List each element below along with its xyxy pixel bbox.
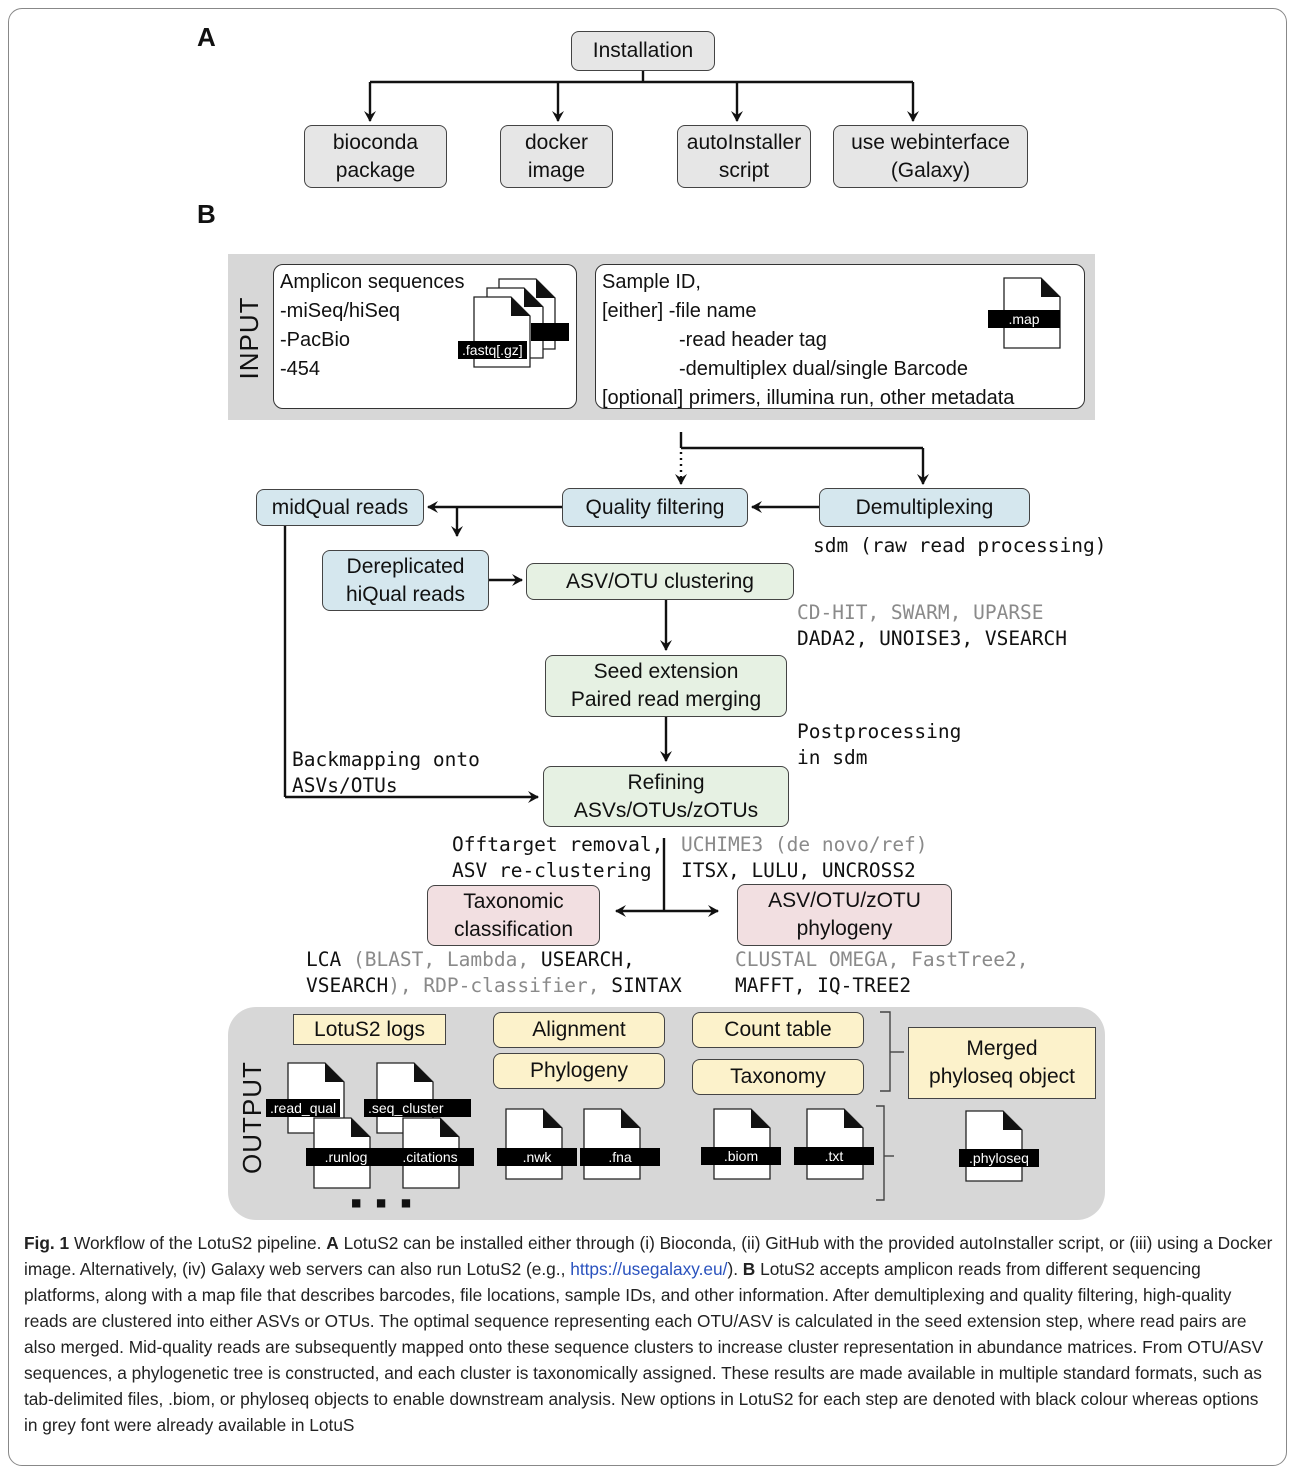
taxonomy-label: Taxonomy xyxy=(730,1065,826,1088)
galaxy-box: use webinterface (Galaxy) xyxy=(833,125,1028,188)
file-tag-map: .map xyxy=(988,310,1060,328)
count-table-box: Count table xyxy=(692,1012,864,1048)
file-tag-seq-cluster: .seq_cluster xyxy=(364,1099,471,1117)
map-file-box: Sample ID, [either] -file name -read hea… xyxy=(595,264,1085,409)
docker-box: docker image xyxy=(500,125,613,188)
quality-filtering-box: Quality filtering xyxy=(562,488,748,527)
amplicon-line-4: -454 xyxy=(280,358,321,380)
sdm-note: sdm (raw read processing) xyxy=(813,534,1107,557)
phylogeny-line-1: ASV/OTU/zOTU xyxy=(768,889,921,912)
more-files-ellipsis: ■ ■ ■ xyxy=(352,1195,415,1211)
file-tag-biom: .biom xyxy=(701,1147,781,1165)
merged-line-2: phyloseq object xyxy=(929,1065,1075,1088)
phylogeny-output-box: Phylogeny xyxy=(493,1053,665,1089)
bioconda-box: bioconda package xyxy=(304,125,447,188)
figure-frame xyxy=(8,8,1287,1466)
autoinstaller-line-2: script xyxy=(718,158,770,182)
clustering-tools-new: DADA2, UNOISE3, VSEARCH xyxy=(797,627,1068,650)
file-tag-fna: .fna xyxy=(580,1148,660,1166)
phylogeny-box: ASV/OTU/zOTU phylogeny xyxy=(737,884,952,946)
offtarget-line-1: Offtarget removal, xyxy=(452,833,664,856)
figure-caption: Fig. 1 Workflow of the LotuS2 pipeline. … xyxy=(24,1233,1273,1435)
refining-line-2: ASVs/OTUs/zOTUs xyxy=(573,798,759,822)
lotus-logs-box: LotuS2 logs xyxy=(293,1014,446,1045)
map-line-5: [optional] primers, illumina run, other … xyxy=(602,387,1015,409)
merged-phyloseq-box: Merged phyloseq object xyxy=(908,1027,1096,1099)
amplicon-line-3: -PacBio xyxy=(280,329,351,351)
postprocessing-line-2: in sdm xyxy=(797,746,868,769)
amplicon-line-1: Amplicon sequences xyxy=(280,271,465,293)
bioconda-line-1: bioconda xyxy=(332,130,419,154)
dereplicated-line-2: hiQual reads xyxy=(345,582,466,606)
midqual-box: midQual reads xyxy=(256,489,424,526)
dereplicated-box: Dereplicated hiQual reads xyxy=(322,550,489,611)
installation-box: Installation xyxy=(571,31,715,71)
galaxy-line-1: use webinterface xyxy=(851,130,1010,154)
file-tag-phyloseq: .phyloseq xyxy=(959,1149,1039,1167)
seed-extension-box: Seed extension Paired read merging xyxy=(545,655,787,717)
offtarget-line-2: ASV re-clustering xyxy=(452,859,652,882)
uchime-tools: UCHIME3 (de novo/ref) xyxy=(681,833,928,856)
seed-line-1: Seed extension xyxy=(593,660,739,683)
autoinstaller-box: autoInstaller script xyxy=(677,125,811,188)
map-line-4: -demultiplex dual/single Barcode xyxy=(679,358,969,380)
itsx-tools: ITSX, LULU, UNCROSS2 xyxy=(681,859,916,882)
demultiplexing-label: Demultiplexing xyxy=(855,495,994,519)
phylogeny-line-2: phylogeny xyxy=(796,917,893,940)
phylo-tools-new: MAFFT, IQ-TREE2 xyxy=(735,974,912,997)
clustering-box: ASV/OTU clustering xyxy=(526,563,794,600)
file-tag-citations: .citations xyxy=(386,1148,474,1166)
amplicon-line-2: -miSeq/hiSeq xyxy=(280,300,401,322)
clustering-tools-old: CD-HIT, SWARM, UPARSE xyxy=(797,601,1044,624)
dereplicated-line-1: Dereplicated xyxy=(346,554,465,578)
installation-label: Installation xyxy=(592,39,694,62)
backmapping-line-1: Backmapping onto xyxy=(292,748,480,771)
caption-label: Fig. 1 xyxy=(24,1233,70,1253)
midqual-label: midQual reads xyxy=(271,495,409,519)
panel-a-letter: A xyxy=(197,22,216,52)
file-tag-runlog: .runlog xyxy=(306,1148,386,1166)
taxonomy-box: Taxonomy xyxy=(692,1059,864,1095)
galaxy-line-2: (Galaxy) xyxy=(890,158,971,182)
map-line-2: [either] -file name xyxy=(602,300,757,322)
taxonomic-box: Taxonomic classification xyxy=(427,885,600,946)
refining-line-1: Refining xyxy=(627,770,705,794)
lotus-logs-label: LotuS2 logs xyxy=(314,1017,425,1041)
quality-filtering-label: Quality filtering xyxy=(585,495,725,519)
phylogeny-output-label: Phylogeny xyxy=(529,1059,629,1082)
map-line-1: Sample ID, xyxy=(602,271,701,293)
taxonomic-line-1: Taxonomic xyxy=(463,889,564,913)
file-tag-fastq: .fastq[.gz] xyxy=(458,341,527,359)
file-tag-nwk: .nwk xyxy=(497,1148,577,1166)
file-tag-txt: .txt xyxy=(794,1147,874,1165)
alignment-box: Alignment xyxy=(493,1012,665,1048)
seed-line-2: Paired read merging xyxy=(570,688,762,711)
taxonomic-line-2: classification xyxy=(453,917,574,941)
count-table-label: Count table xyxy=(724,1018,832,1041)
lca-tools-line-2: VSEARCH), RDP-classifier, SINTAX xyxy=(306,974,682,997)
docker-line-2: image xyxy=(527,158,586,182)
panel-b-letter: B xyxy=(197,199,216,229)
postprocessing-line-1: Postprocessing xyxy=(797,720,962,743)
clustering-label: ASV/OTU clustering xyxy=(566,569,754,593)
autoinstaller-line-1: autoInstaller xyxy=(686,130,802,154)
galaxy-link[interactable]: https://usegalaxy.eu/ xyxy=(570,1259,728,1279)
merged-line-1: Merged xyxy=(966,1037,1038,1060)
phylo-tools-old: CLUSTAL OMEGA, FastTree2, xyxy=(735,948,1029,971)
demultiplexing-box: Demultiplexing xyxy=(819,488,1030,527)
file-tag-back xyxy=(531,323,569,341)
docker-line-1: docker xyxy=(524,130,589,154)
alignment-label: Alignment xyxy=(532,1018,626,1041)
bioconda-line-2: package xyxy=(335,158,416,182)
backmapping-line-2: ASVs/OTUs xyxy=(292,774,398,797)
lca-tools-line-1: LCA (BLAST, Lambda, USEARCH, xyxy=(306,948,635,971)
refining-box: Refining ASVs/OTUs/zOTUs xyxy=(543,766,789,827)
map-line-3: -read header tag xyxy=(679,329,827,351)
file-tag-read-qual: .read_qual xyxy=(266,1099,341,1117)
